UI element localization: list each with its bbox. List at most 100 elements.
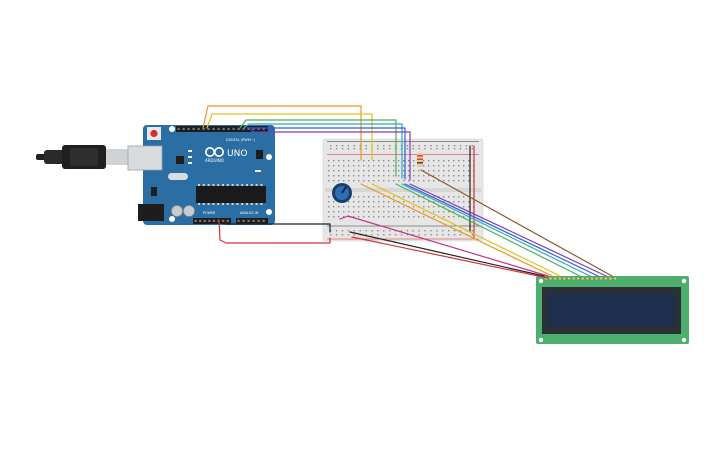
breadboard-hole bbox=[408, 165, 410, 167]
lcd-pin[interactable] bbox=[553, 277, 557, 280]
breadboard-hole bbox=[383, 165, 385, 167]
digital-pin-header[interactable] bbox=[176, 126, 268, 132]
wire-cyan-breadboard-to-lcd[interactable] bbox=[401, 183, 591, 277]
wire-red-5v-to-breadboard[interactable] bbox=[218, 219, 331, 244]
lcd-pin[interactable] bbox=[572, 277, 576, 280]
arduino-uno-board[interactable]: DIGITAL (PWM~) POWER ANALOG IN ARDUINO U… bbox=[127, 125, 275, 225]
usb-cable-body bbox=[44, 150, 66, 164]
breadboard-hole bbox=[423, 170, 425, 172]
breadboard-hole bbox=[443, 206, 445, 208]
wire-orange-arduino-to-breadboard[interactable] bbox=[202, 105, 362, 161]
potentiometer[interactable] bbox=[332, 183, 352, 203]
rail-hole bbox=[453, 148, 456, 150]
chip-pin bbox=[236, 203, 239, 205]
breadboard-hole bbox=[398, 206, 400, 208]
breadboard-hole bbox=[368, 170, 370, 172]
usb-cable-connector-ridge bbox=[70, 148, 98, 166]
breadboard[interactable] bbox=[322, 138, 484, 242]
breadboard-hole bbox=[343, 160, 345, 162]
lcd-pin[interactable] bbox=[613, 277, 617, 280]
breadboard-hole bbox=[413, 160, 415, 162]
breadboard-hole bbox=[378, 211, 380, 213]
wire-magenta-pot-to-lcd[interactable] bbox=[339, 215, 549, 277]
lcd-pin[interactable] bbox=[562, 277, 566, 280]
breadboard-hole bbox=[328, 201, 330, 203]
wire-green-arduino-to-breadboard[interactable] bbox=[239, 119, 397, 177]
resistor-band bbox=[417, 162, 423, 164]
wire-cyan-arduino-to-breadboard[interactable] bbox=[243, 123, 403, 179]
rail-hole bbox=[389, 148, 391, 150]
pin-hole bbox=[232, 127, 235, 130]
breadboard-hole bbox=[343, 206, 345, 208]
wire-black-breadboard-to-lcd[interactable] bbox=[349, 231, 545, 277]
breadboard-hole bbox=[328, 175, 330, 177]
breadboard-hole bbox=[348, 201, 350, 203]
lcd-pin[interactable] bbox=[599, 277, 603, 280]
lcd-pin[interactable] bbox=[595, 277, 599, 280]
rail-hole bbox=[365, 230, 367, 232]
lcd-pin[interactable] bbox=[585, 277, 589, 280]
breadboard-hole bbox=[443, 175, 445, 177]
lcd-pin[interactable] bbox=[608, 277, 612, 280]
chip-pin bbox=[231, 203, 234, 205]
wire-yellow-arduino-to-breadboard[interactable] bbox=[206, 113, 373, 161]
breadboard-hole bbox=[333, 170, 335, 172]
analog-pin-header[interactable] bbox=[236, 218, 268, 224]
rail-hole bbox=[448, 145, 450, 147]
breadboard-hole bbox=[433, 160, 435, 162]
breadboard-hole bbox=[463, 196, 465, 198]
lcd-16x2-display[interactable] bbox=[536, 276, 689, 344]
breadboard-hole bbox=[423, 180, 425, 182]
breadboard-hole bbox=[343, 175, 345, 177]
reset-button[interactable] bbox=[150, 129, 158, 138]
lcd-pin[interactable] bbox=[576, 277, 580, 280]
breadboard-hole bbox=[428, 206, 430, 208]
chip-pin bbox=[255, 203, 258, 205]
lcd-pin[interactable] bbox=[558, 277, 562, 280]
breadboard-hole bbox=[403, 175, 405, 177]
breadboard-hole bbox=[463, 206, 465, 208]
breadboard-hole bbox=[408, 175, 410, 177]
breadboard-hole bbox=[428, 165, 430, 167]
rail-hole bbox=[383, 145, 385, 147]
wire-purple-arduino-to-breadboard[interactable] bbox=[250, 129, 411, 181]
dc-barrel-jack bbox=[138, 204, 164, 221]
breadboard-hole bbox=[458, 201, 460, 203]
rail-hole bbox=[330, 145, 332, 147]
breadboard-hole bbox=[333, 206, 335, 208]
lcd-pin[interactable] bbox=[567, 277, 571, 280]
wire-purple-breadboard-to-lcd[interactable] bbox=[409, 183, 607, 277]
lcd-pin-header[interactable] bbox=[544, 277, 617, 280]
lcd-pin[interactable] bbox=[581, 277, 585, 280]
wire-blue-arduino-to-breadboard[interactable] bbox=[246, 127, 406, 180]
breadboard-hole bbox=[338, 170, 340, 172]
rail-hole bbox=[353, 148, 355, 150]
breadboard-hole bbox=[373, 201, 375, 203]
crystal-oscillator bbox=[168, 173, 188, 180]
breadboard-hole bbox=[373, 175, 375, 177]
breadboard-hole bbox=[418, 180, 420, 182]
wire-orange-breadboard-to-lcd[interactable] bbox=[360, 183, 553, 277]
rail-hole bbox=[430, 145, 432, 147]
chip-pin bbox=[241, 184, 244, 186]
wire-yellow-breadboard-to-lcd[interactable] bbox=[371, 183, 561, 277]
lcd-pin[interactable] bbox=[549, 277, 553, 280]
wire-black-gnd-to-breadboard[interactable] bbox=[225, 219, 331, 233]
breadboard-hole bbox=[453, 180, 455, 182]
wire-blue-breadboard-to-lcd[interactable] bbox=[404, 183, 599, 277]
power-pin-header[interactable] bbox=[193, 218, 231, 224]
chip-pin bbox=[250, 184, 253, 186]
rail-hole bbox=[389, 145, 391, 147]
usb-cable[interactable] bbox=[36, 145, 130, 169]
wire-green-breadboard-to-lcd[interactable] bbox=[395, 183, 581, 277]
rail-hole bbox=[424, 230, 426, 232]
lcd-pin[interactable] bbox=[604, 277, 608, 280]
breadboard-hole bbox=[353, 196, 355, 198]
lcd-pin[interactable] bbox=[590, 277, 594, 280]
rail-hole bbox=[459, 230, 462, 232]
wire-red-breadboard-to-lcd[interactable] bbox=[351, 236, 549, 279]
wire-brown-resistor-to-lcd[interactable] bbox=[420, 169, 613, 277]
breadboard-hole bbox=[358, 216, 360, 218]
resistor[interactable] bbox=[417, 153, 423, 167]
rail-hole bbox=[471, 230, 473, 232]
